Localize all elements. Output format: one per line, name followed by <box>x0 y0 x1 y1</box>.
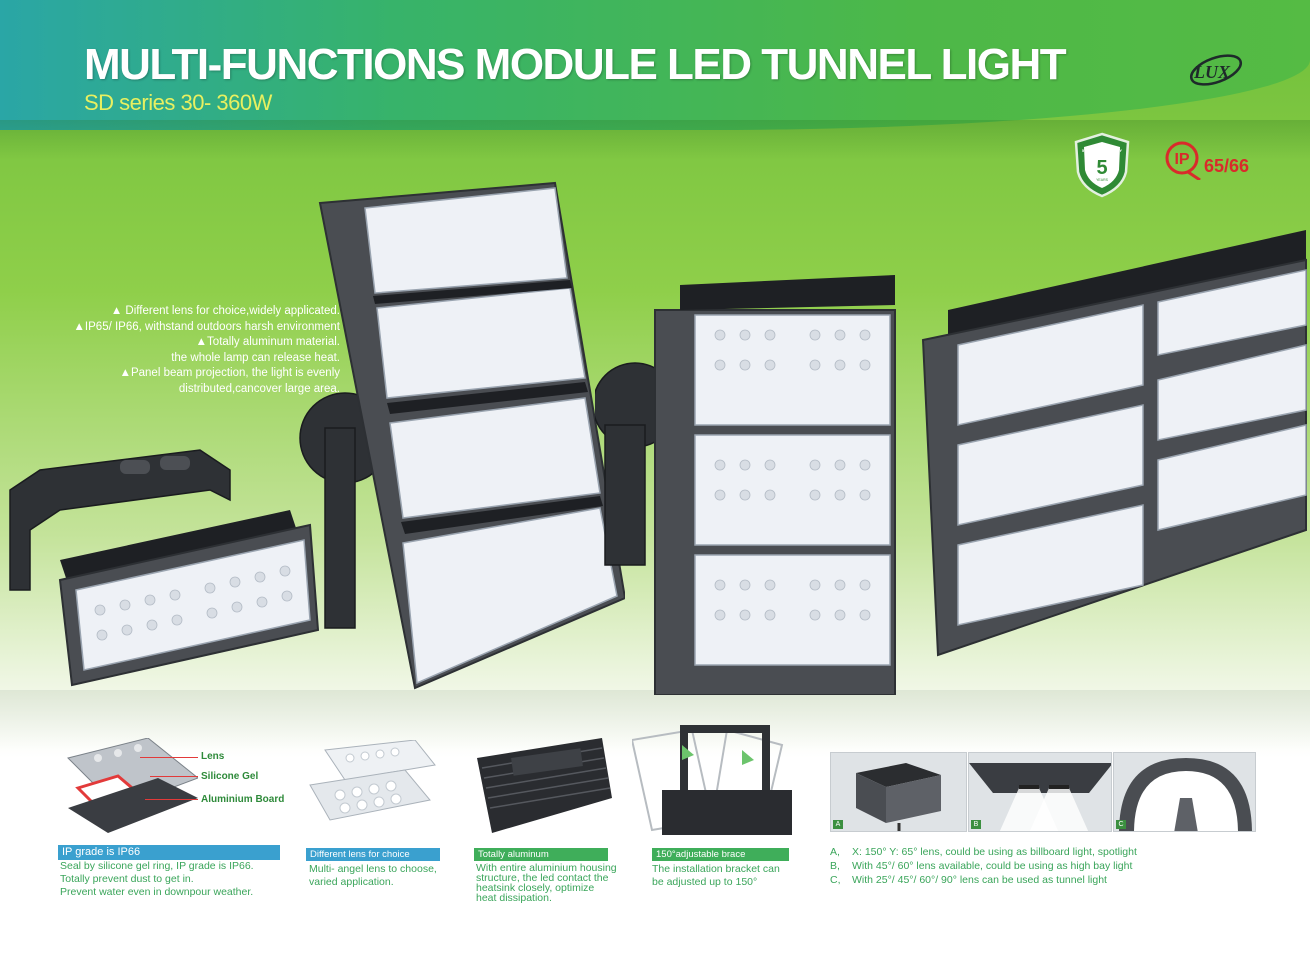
warranty-shield-badge: 5 YEARS 5YEARS WARRANTY <box>1074 132 1130 198</box>
feature-item: ▲Totally aluminum material. <box>195 336 340 348</box>
bracket-arm <box>324 427 356 629</box>
page-subtitle: SD series 30- 360W <box>84 90 272 115</box>
feature-item: ▲IP65/ IP66, withstand outdoors harsh en… <box>73 320 340 333</box>
lens-panel <box>957 504 1144 626</box>
feature-item: ▲Panel beam projection, the light is eve… <box>119 367 340 379</box>
product-three-module-light <box>595 275 896 695</box>
heatsink-fins <box>948 230 1306 340</box>
heatsink-fins <box>401 496 603 534</box>
callout-aluminium-board: Aluminium Board <box>201 794 285 805</box>
tag-totally-aluminum: Totally aluminum <box>474 848 608 861</box>
led-grid <box>94 565 293 641</box>
ip-rating-text: 65/66 <box>1204 156 1249 176</box>
lens-panel <box>1157 344 1307 441</box>
beam-list-item: B, With 45°/ 60° lens available, could be… <box>830 859 1137 873</box>
aluminum-desc-line: heat dissipation. <box>476 892 552 904</box>
beam-list-item: A, X: 150° Y: 65° lens, could be using as… <box>830 845 1137 859</box>
beam-list-key: C, <box>830 874 841 886</box>
beam-list-item: C, With 25°/ 45°/ 60°/ 90° lens can be us… <box>830 873 1137 887</box>
beam-list-text: With 45°/ 60° lens available, could be u… <box>852 860 1133 872</box>
warranty-years: 5 <box>1096 157 1107 179</box>
billboard-beam-image <box>856 763 941 831</box>
product-single-module-light <box>9 449 320 687</box>
bracket-slot <box>120 460 150 474</box>
beam-application-c: C <box>1113 752 1256 832</box>
feature-item: the whole lamp can release heat. <box>171 351 340 364</box>
tunnel-beam-image <box>1119 758 1252 831</box>
heatsink-fins <box>680 275 895 310</box>
lens-modules-image <box>309 740 436 821</box>
beam-list-text: X: 150° Y: 65° lens, could be using as b… <box>852 846 1137 858</box>
lens-panel <box>1157 424 1307 531</box>
aluminum-desc-line: With entire aluminium housing <box>476 862 617 874</box>
tag-adjustable-brace: 150°adjustable brace <box>652 848 789 861</box>
feature-item: distributed,cancover large area. <box>178 382 340 395</box>
ip-desc-line: Totally prevent dust to get in. <box>60 873 194 885</box>
beam-application-b: B <box>968 752 1112 832</box>
beam-list-text: With 25°/ 45°/ 60°/ 90° lens can be used… <box>852 874 1107 886</box>
warranty-small-text: YEARS <box>1096 178 1109 182</box>
lens-panel <box>75 539 311 671</box>
lux-logo: LUX <box>1189 54 1243 86</box>
heatsink-fins <box>373 280 572 304</box>
highbay-beam-image <box>969 763 1111 831</box>
bracket-arm <box>604 424 646 566</box>
beam-application-list: A, X: 150° Y: 65° lens, could be using as… <box>830 845 1137 887</box>
callout-line <box>150 776 198 777</box>
lens-panel <box>402 507 618 685</box>
header-banner <box>0 0 1310 130</box>
lens-panel <box>364 187 568 294</box>
lens-panel <box>694 434 891 546</box>
lens-panel <box>389 397 601 519</box>
lens-panel <box>1157 269 1307 356</box>
feature-item: ▲ Different lens for choice,widely appli… <box>110 305 340 317</box>
product-six-module-light <box>921 230 1307 657</box>
beam-list-key: A, <box>830 846 840 858</box>
adjustable-bracket-image <box>632 725 792 835</box>
floor-reflection <box>0 690 1310 750</box>
bracket-desc-line: be adjusted up to 150° <box>652 876 758 888</box>
ip-desc-line: Seal by silicone gel ring, IP grade is I… <box>60 860 254 872</box>
tag-ip-grade: IP grade is IP66 <box>58 845 280 860</box>
led-grid <box>714 329 871 621</box>
lens-desc-line: varied application. <box>309 876 394 888</box>
callout-lens: Lens <box>201 751 225 762</box>
lens-panel <box>957 404 1144 526</box>
beam-list-key: B, <box>830 860 840 872</box>
beam-label-b: B <box>971 820 981 829</box>
beam-application-a: A <box>830 752 967 832</box>
bracket-slot <box>160 456 190 470</box>
lens-desc-line: Multi- angel lens to choose, <box>309 863 437 875</box>
ip-rating-badge: IP 65/66 <box>1165 141 1249 180</box>
callout-silicone-gel: Silicone Gel <box>201 771 259 782</box>
lens-panel <box>694 554 891 666</box>
lens-panel <box>957 304 1144 426</box>
aluminum-desc-line: heatsink closely, optimize <box>476 882 595 894</box>
heatsink-fins <box>387 382 588 414</box>
aluminum-desc-line: structure, the led contact the <box>476 872 609 884</box>
mount-bracket <box>9 449 231 591</box>
page-title: MULTI-FUNCTIONS MODULE LED TUNNEL LIGHT <box>84 40 1067 89</box>
warranty-text: 5YEARS WARRANTY <box>1082 148 1123 153</box>
aluminum-heatsink-image <box>477 738 612 833</box>
tag-lens-choice: Different lens for choice <box>306 848 440 861</box>
callout-line <box>140 757 198 758</box>
lens-panel <box>694 314 891 426</box>
callout-line <box>145 799 198 800</box>
ip-label: IP <box>1174 151 1189 168</box>
logo-text: LUX <box>1193 62 1231 82</box>
beam-label-a: A <box>833 820 843 829</box>
ip-seal-cutaway-image <box>67 738 198 833</box>
lens-panel <box>376 287 586 399</box>
product-four-module-light <box>299 181 625 690</box>
beam-label-c: C <box>1116 820 1126 829</box>
bracket-desc-line: The installation bracket can <box>652 863 780 875</box>
feature-list: ▲ Different lens for choice,widely appli… <box>40 304 340 397</box>
ip-desc-line: Prevent water even in downpour weather. <box>60 886 254 898</box>
